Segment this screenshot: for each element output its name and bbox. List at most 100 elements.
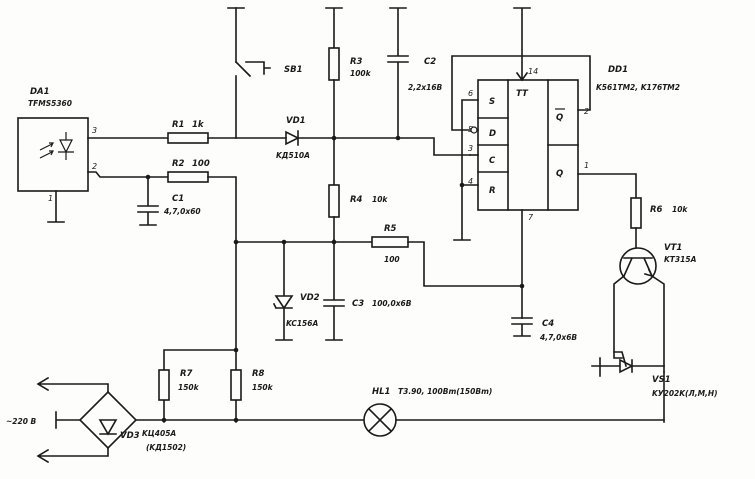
junction-r8-bottom — [233, 417, 239, 423]
r6-ref: R6 — [650, 205, 663, 215]
r3-body — [328, 47, 340, 81]
hl1-ref: HL1 — [372, 387, 390, 397]
dd1-d-inversion — [470, 126, 478, 134]
wire-r7-top — [163, 349, 237, 423]
c4-value: 4,7,0x6B — [540, 333, 577, 342]
c3-ref: C3 — [352, 299, 364, 309]
da1-pin-out: 3 — [92, 126, 97, 135]
wire-q-r6 — [577, 173, 637, 199]
r5-value: 100 — [384, 255, 400, 264]
dd1-pin-num-q1: 2 — [584, 107, 589, 116]
dd1-pin-num-r: 4 — [468, 177, 473, 186]
dd1-q1-label: Q — [556, 113, 563, 123]
vt1-symbol — [622, 256, 654, 278]
r4-body — [328, 184, 340, 218]
vd1-symbol — [285, 130, 300, 146]
vd3-alt: (KД1502) — [146, 443, 186, 452]
da1-ref: DA1 — [30, 87, 50, 97]
da1-pin-gnd: 1 — [48, 194, 53, 203]
junction-node-a — [233, 239, 239, 245]
c4-ref: C4 — [542, 319, 554, 329]
vs1-ref: VS1 — [652, 375, 671, 385]
r5-body — [371, 236, 409, 248]
vd2-symbol — [272, 241, 294, 341]
wire-da1-r2 — [87, 171, 169, 178]
vt1-body — [619, 247, 657, 285]
dd1-ref: DD1 — [608, 65, 628, 75]
da1-photodiode-icon — [58, 132, 74, 160]
r5-ref: R5 — [384, 224, 397, 234]
c3-symbol — [323, 239, 345, 341]
da1-light-rays-icon — [39, 142, 54, 159]
mains-terminal-top — [36, 376, 109, 393]
wire-dd1-feedback — [451, 55, 591, 131]
da1-ground-symbol — [47, 190, 65, 223]
c2-ref: C2 — [424, 57, 436, 67]
r8-ref: R8 — [252, 369, 265, 379]
dd1-pin-num-q: 1 — [584, 161, 589, 170]
r2-ref: R2 — [172, 159, 185, 169]
dd1-pin-num-g: 7 — [528, 213, 534, 222]
junction-r8 — [233, 347, 239, 353]
r3-value: 100k — [350, 69, 372, 78]
dd1-pin-num-c: 3 — [468, 144, 473, 153]
c4-symbol — [511, 317, 533, 337]
r7-ref: R7 — [180, 369, 193, 379]
vd1-value: KД510A — [276, 151, 310, 160]
r2-body — [167, 171, 209, 183]
wire-r3-top — [325, 7, 343, 49]
dd1-pin-c-label: C — [489, 156, 496, 166]
vd3-ref: VD3 — [120, 431, 140, 441]
c1-symbol — [137, 176, 159, 226]
vt1-value: KT315A — [664, 255, 697, 264]
r7-body — [158, 369, 170, 401]
r1-body — [167, 132, 209, 144]
dd1-pin-d-label: D — [489, 129, 496, 139]
c2-value: 2,2x16B — [408, 83, 443, 92]
dd1-value: K561TM2, K176TM2 — [596, 83, 680, 92]
c1-value: 4,7,0x60 — [164, 207, 201, 216]
wire-dd1-s-r-ground — [453, 99, 479, 241]
vs1-value: KУ202K(Л,М,Н) — [652, 389, 718, 398]
dd1-cells — [477, 117, 579, 173]
wire-vd1-dd1-c — [297, 137, 471, 156]
mains-label: ~220 B — [6, 417, 37, 426]
wire-r2-supply-node — [207, 176, 237, 423]
r6-body — [630, 197, 642, 229]
wire-dd1-power — [513, 7, 531, 82]
c3-value: 100,0x6B — [372, 299, 412, 308]
dd1-pin-s-label: S — [489, 97, 495, 107]
dd1-pin-r-label: R — [489, 186, 496, 196]
r4-value: 10k — [372, 195, 388, 204]
vd2-value: KC156A — [286, 319, 318, 328]
r1-value: 1k — [192, 120, 205, 130]
r1-ref: R1 — [172, 120, 184, 130]
vs1-gate — [613, 351, 627, 367]
dd1-tt-label: TT — [516, 89, 529, 99]
r8-value: 150k — [252, 383, 274, 392]
sb1-ref: SB1 — [284, 65, 303, 75]
mains-terminal-bottom — [36, 447, 109, 464]
dd1-pin-num-s: 6 — [468, 89, 473, 98]
vd1-ref: VD1 — [286, 116, 306, 126]
vs1-symbol — [591, 357, 665, 377]
da1-body — [17, 117, 89, 192]
vd3-value: KЦ405A — [142, 429, 176, 438]
sb1-switch-symbol — [234, 60, 271, 78]
dd1-pin-num-v: 14 — [528, 67, 538, 76]
vd3-diode-icon — [98, 419, 118, 436]
vt1-ref: VT1 — [664, 243, 682, 253]
vd2-ref: VD2 — [300, 293, 320, 303]
wire-r5-c4 — [407, 241, 523, 287]
da1-value: TFMS5360 — [28, 99, 72, 108]
c2-symbol — [387, 7, 409, 139]
dd1-q-label: Q — [556, 169, 563, 179]
c1-ref: C1 — [172, 194, 184, 204]
r7-value: 150k — [178, 383, 200, 392]
hl1-value: T3.90, 100Bm(150Bm) — [398, 387, 492, 396]
junction-dd1-r — [459, 182, 465, 188]
da1-pin-vcc: 2 — [92, 162, 97, 171]
r8-body — [230, 369, 242, 401]
